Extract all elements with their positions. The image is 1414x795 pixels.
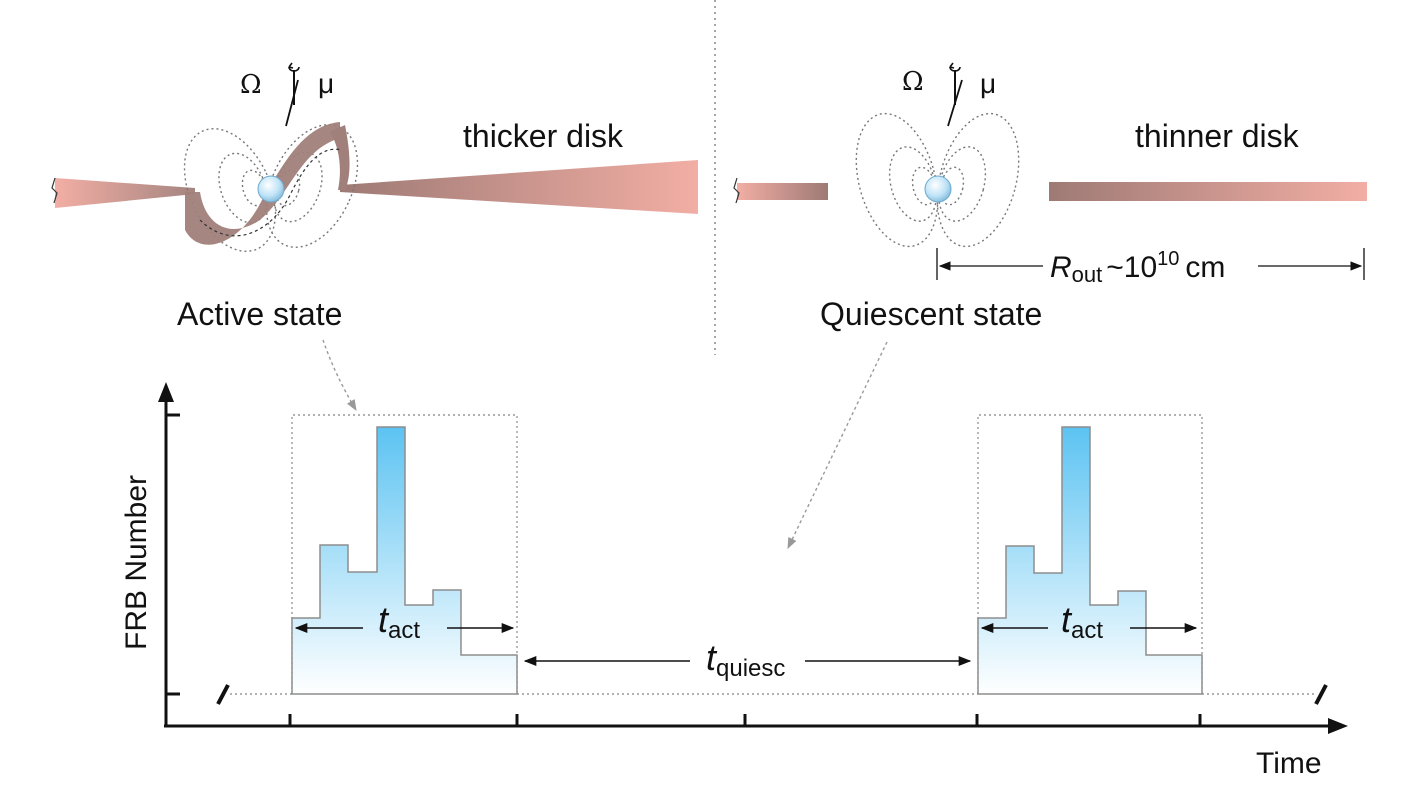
active-state-label: Active state [177,296,342,332]
t-quiesc-symbol: t [706,637,718,678]
thinner-disk-label: thinner disk [1135,118,1300,154]
quiescent-state-pointer [787,341,888,550]
outer-radius-label: Rout~1010 cm [1050,248,1225,287]
thicker-disk [340,160,698,214]
y-axis-arrowhead [158,382,174,402]
burst-histogram-2 [977,426,1203,695]
thinner-disk [1049,182,1367,201]
inner-disk-right [737,183,828,200]
axis-break-left [216,684,230,705]
x-axis-label: Time [1256,747,1322,780]
radius-exponent: 10 [1157,248,1179,270]
frb-timeline-plot [158,382,1348,734]
t-act-symbol-1: t [378,599,390,640]
omega-symbol-left: Ω [240,70,262,100]
active-state-illustration [51,62,698,252]
radius-subscript: out [1072,262,1103,287]
y-axis-label: FRB Number [120,475,153,650]
omega-symbol-right: Ω [902,67,924,97]
neutron-star [257,175,285,203]
radius-approx: ~10 [1106,251,1157,284]
warped-disk [185,122,340,245]
neutron-star-right [924,175,952,203]
magnetic-axis-right [947,79,963,127]
active-window-1 [291,414,518,694]
rotation-icon [288,66,300,72]
active-window-2 [977,414,1203,694]
magnetic-axis [285,79,299,127]
t-act-label-2: tact [1061,599,1103,644]
t-act-subscript-1: act [388,617,420,644]
radius-symbol: R [1050,251,1072,284]
mu-symbol-left: μ [318,68,334,99]
mu-symbol-right: μ [980,68,996,99]
axis-break-right [1314,684,1328,705]
t-act-label-1: tact [378,599,420,644]
t-quiesc-subscript: quiesc [716,655,785,682]
radius-unit: cm [1185,251,1225,284]
x-axis-arrowhead [1328,718,1348,734]
quiescent-state-label: Quiescent state [820,296,1042,332]
thicker-disk-label: thicker disk [463,118,624,154]
quiescent-state-illustration [733,62,1367,280]
inner-disk-left [55,178,195,208]
t-quiesc-label: tquiesc [706,637,785,682]
t-act-symbol-2: t [1061,599,1073,640]
burst-histogram-1 [291,426,518,695]
active-state-pointer [322,339,357,411]
t-act-subscript-2: act [1071,617,1103,644]
